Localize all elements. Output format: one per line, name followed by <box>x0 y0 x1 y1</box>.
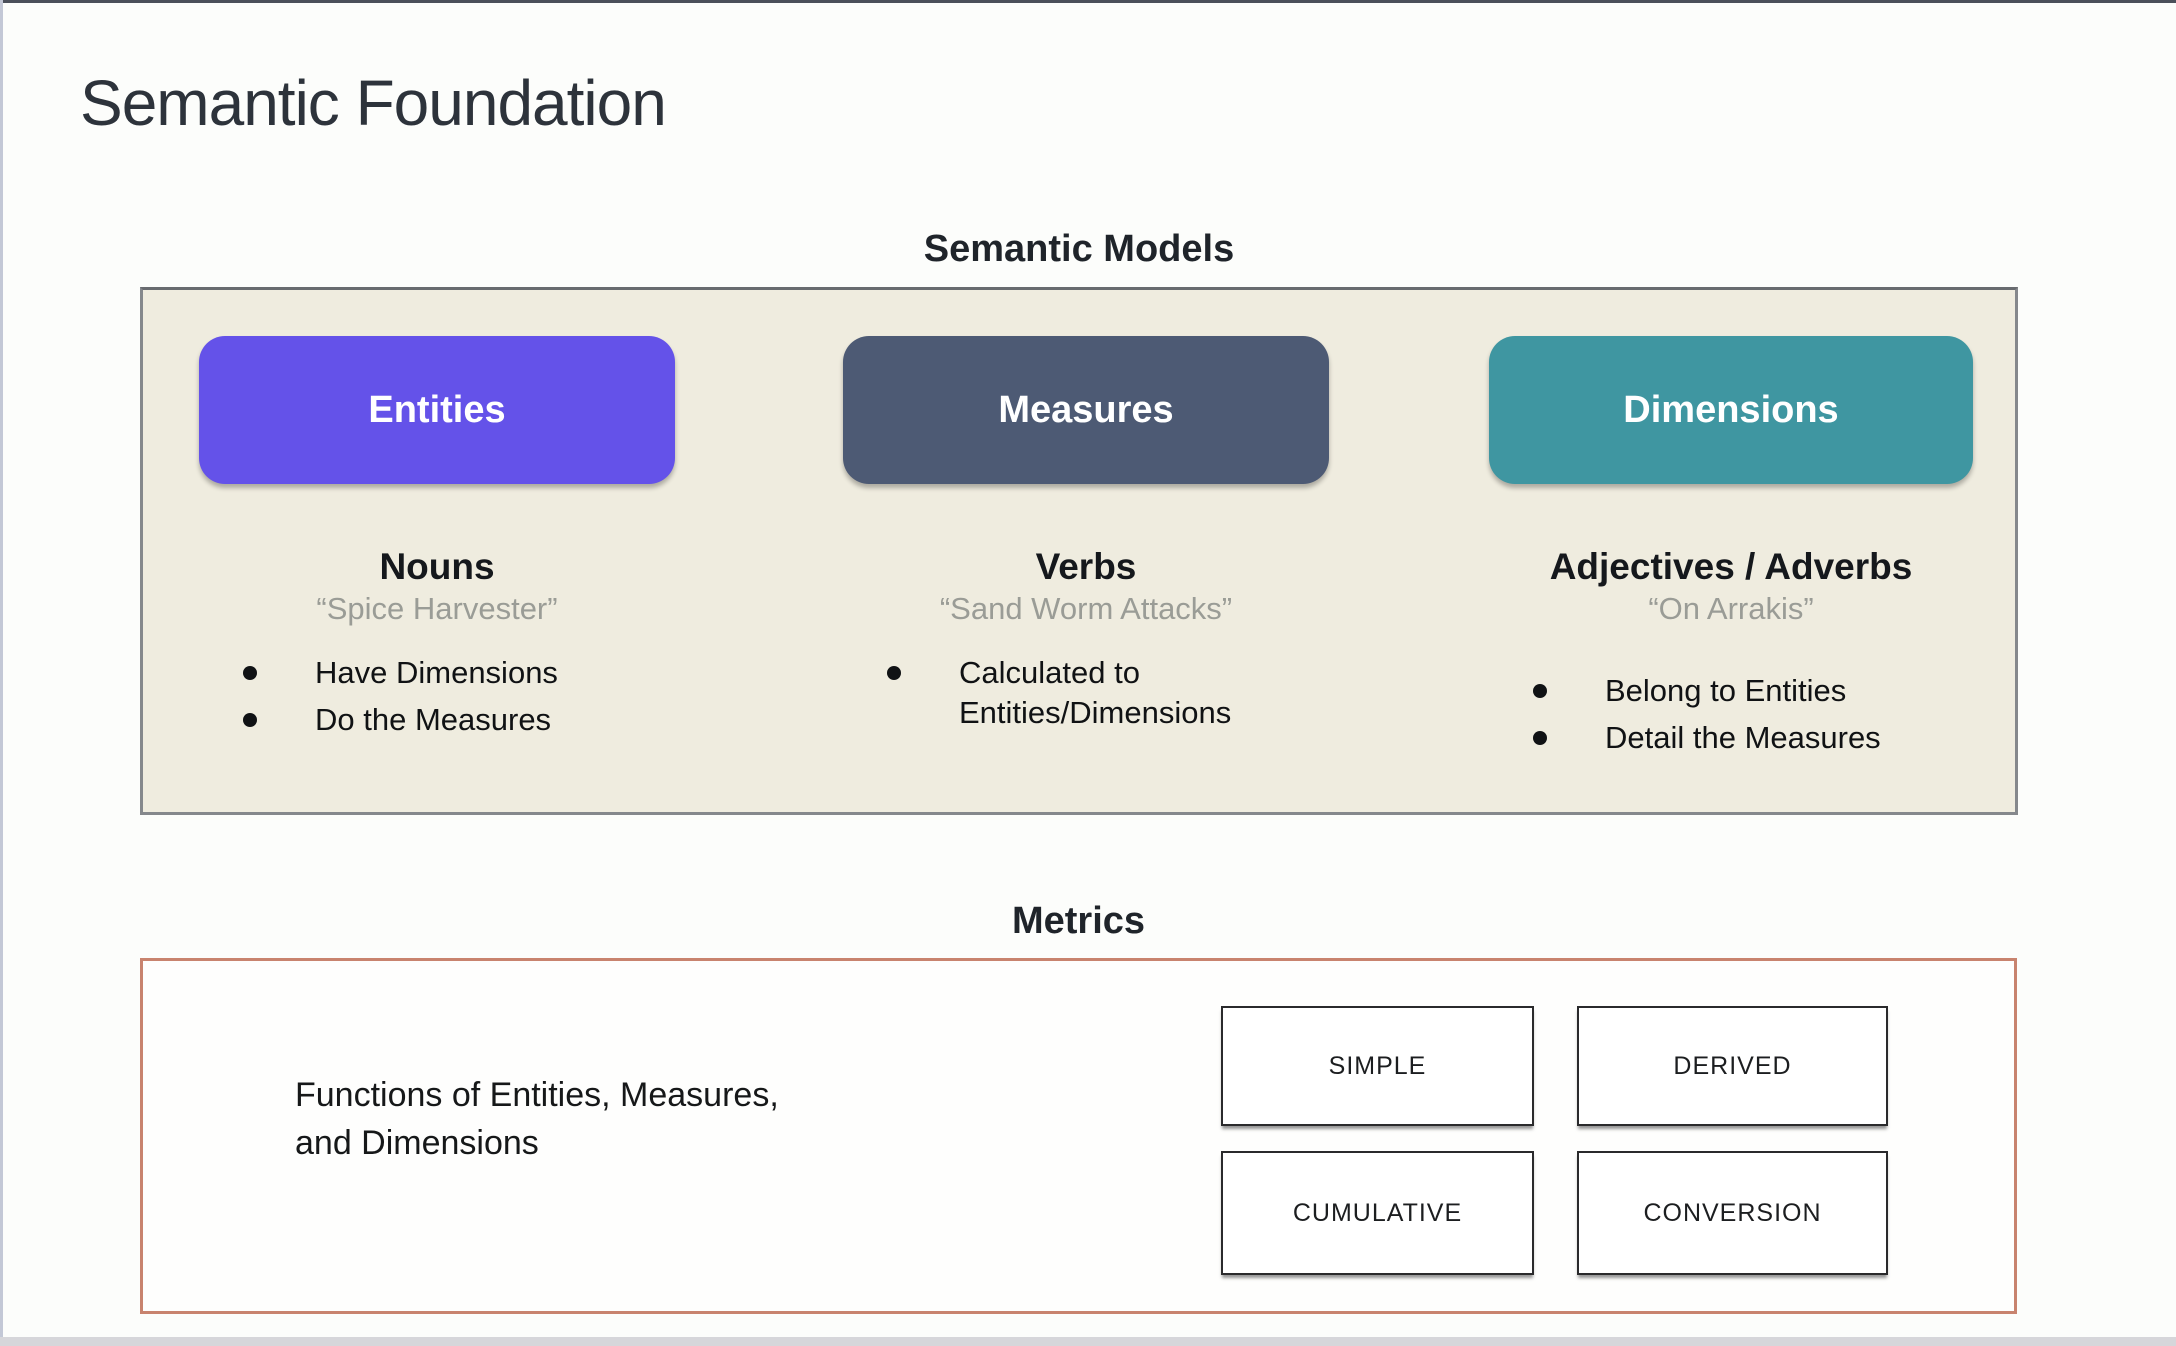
entities-part-of-speech: Nouns <box>379 546 495 587</box>
list-item: Belong to Entities <box>1533 671 1973 711</box>
slide-left-border <box>0 0 3 1346</box>
metric-type-simple: SIMPLE <box>1221 1006 1534 1126</box>
slide-top-border <box>0 0 2176 3</box>
list-item: Detail the Measures <box>1533 718 1973 758</box>
list-item: Calculated to Entities/Dimensions <box>887 653 1329 732</box>
semantic-models-heading: Semantic Models <box>923 228 1235 270</box>
metric-type-conversion: CONVERSION <box>1577 1151 1888 1275</box>
dimensions-column: Dimensions Adjectives / Adverbs “On Arra… <box>1489 336 1973 757</box>
entities-column: Entities Nouns “Spice Harvester” Have Di… <box>199 336 675 739</box>
metric-type-derived: DERIVED <box>1577 1006 1888 1126</box>
list-item: Have Dimensions <box>243 653 675 693</box>
measures-bullet-list: Calculated to Entities/Dimensions <box>843 653 1329 732</box>
metrics-description: Functions of Entities, Measures, and Dim… <box>295 1076 779 1163</box>
bullet-icon <box>1533 730 1547 745</box>
metrics-panel: Functions of Entities, Measures, and Dim… <box>140 958 2017 1314</box>
entities-pill: Entities <box>199 336 675 484</box>
bullet-icon <box>887 666 901 680</box>
dimensions-part-of-speech: Adjectives / Adverbs <box>1549 546 1913 587</box>
bullet-icon <box>243 712 257 727</box>
measures-part-of-speech: Verbs <box>1035 546 1137 587</box>
metrics-heading: Metrics <box>1011 900 1146 942</box>
dimensions-bullet-list: Belong to Entities Detail the Measures <box>1489 671 1973 757</box>
measures-column: Measures Verbs “Sand Worm Attacks” Calcu… <box>843 336 1329 732</box>
bullet-label: Do the Measures <box>315 701 552 737</box>
bullet-icon <box>243 666 257 680</box>
entities-example: “Spice Harvester” <box>316 591 558 626</box>
bullet-icon <box>1533 684 1547 698</box>
letterbox-bottom-strip <box>0 1337 2176 1346</box>
metric-type-cumulative: CUMULATIVE <box>1221 1151 1534 1275</box>
bullet-label: Detail the Measures <box>1605 719 1881 755</box>
bullet-label: Calculated to Entities/Dimensions <box>959 655 1232 730</box>
bullet-label: Have Dimensions <box>315 655 558 690</box>
measures-pill: Measures <box>843 336 1329 484</box>
dimensions-example: “On Arrakis” <box>1648 591 1814 626</box>
list-item: Do the Measures <box>243 700 675 740</box>
semantic-models-panel: Entities Nouns “Spice Harvester” Have Di… <box>140 287 2018 815</box>
dimensions-pill: Dimensions <box>1489 336 1973 484</box>
slide-title: Semantic Foundation <box>80 67 667 139</box>
bullet-label: Belong to Entities <box>1605 673 1847 708</box>
entities-bullet-list: Have Dimensions Do the Measures <box>199 653 675 739</box>
measures-example: “Sand Worm Attacks” <box>939 591 1233 626</box>
